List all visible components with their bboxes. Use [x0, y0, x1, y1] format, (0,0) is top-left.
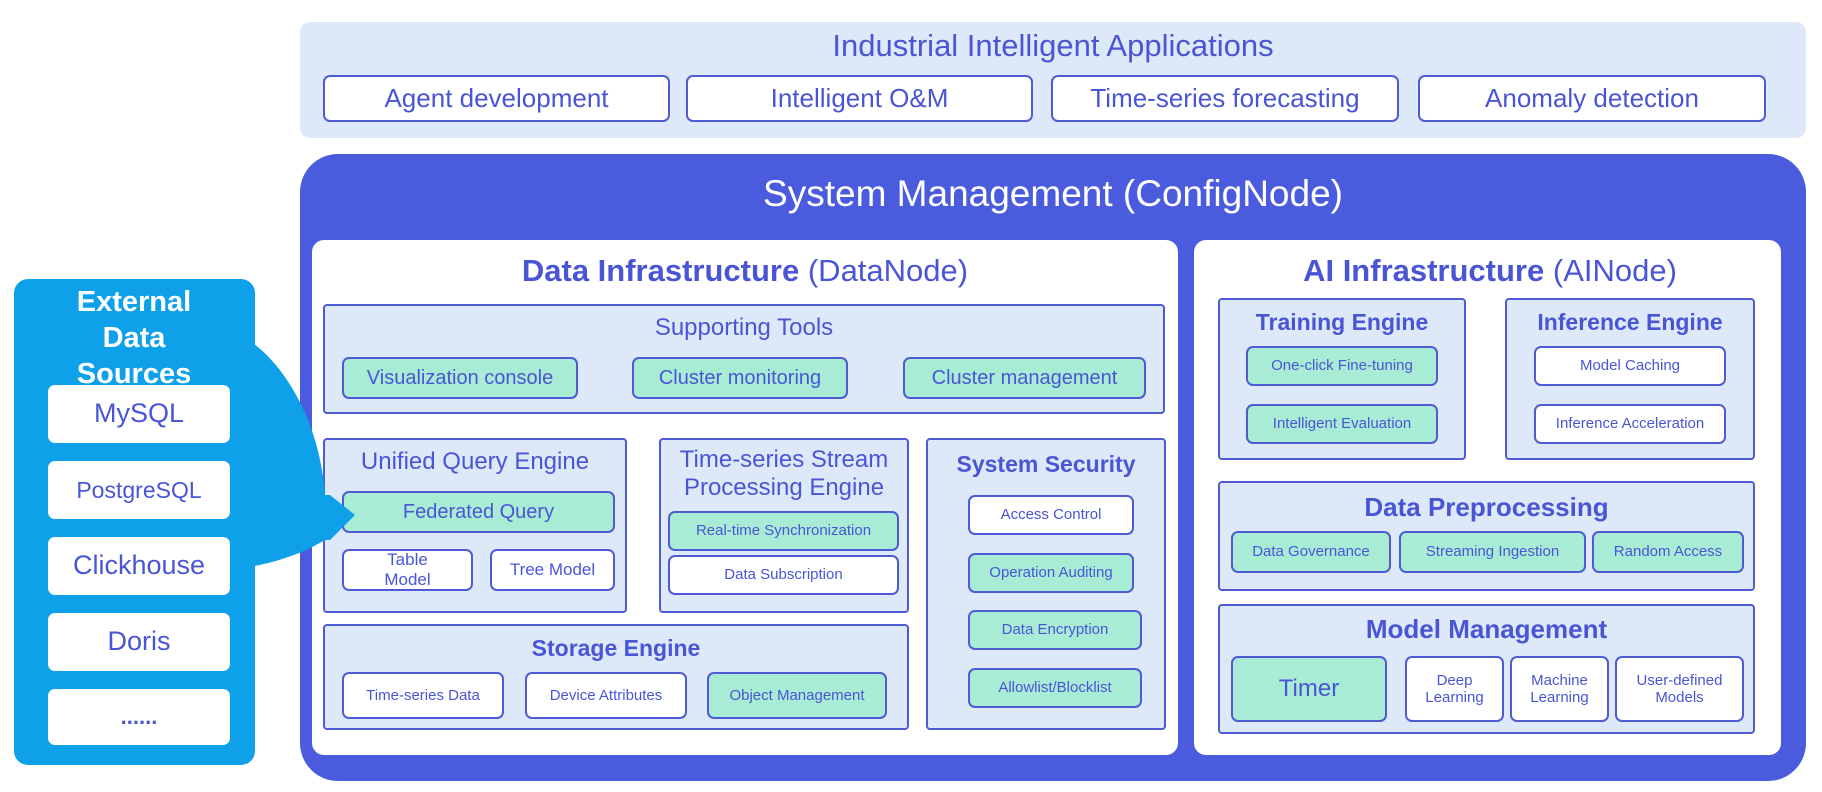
storage-device-attributes: Device Attributes [525, 672, 687, 719]
training-engine-title: Training Engine [1255, 308, 1429, 335]
data-infrastructure-title-suffix: (DataNode) [807, 253, 969, 289]
data-infrastructure-title-bold: Data Infrastructure [521, 253, 800, 289]
inference-acceleration: Inference Acceleration [1534, 404, 1726, 444]
external-source-clickhouse: Clickhouse [48, 537, 230, 595]
external-source-postgresql: PostgreSQL [48, 461, 230, 519]
ai-infrastructure-title-bold: AI Infrastructure [1303, 253, 1545, 289]
model-machine-learning: Machine Learning [1510, 656, 1609, 722]
model-management-title: Model Management [1365, 614, 1608, 645]
app-time-series-forecasting: Time-series forecasting [1051, 75, 1399, 122]
system-management-title: System Management (ConfigNode) [763, 172, 1343, 214]
tree-model: Tree Model [490, 549, 615, 591]
model-user-defined: User-defined Models [1615, 656, 1744, 722]
stream-processing-engine-title: Time-series Stream Processing Engine [679, 446, 889, 501]
tool-visualization-console: Visualization console [342, 357, 578, 399]
access-control: Access Control [968, 495, 1134, 535]
tool-cluster-management: Cluster management [903, 357, 1146, 399]
model-timer: Timer [1231, 656, 1387, 722]
federated-query: Federated Query [342, 491, 615, 533]
app-agent-development: Agent development [323, 75, 670, 122]
external-source-more: ...... [48, 689, 230, 745]
intelligent-evaluation: Intelligent Evaluation [1246, 404, 1438, 444]
ai-infrastructure-title: AI Infrastructure (AINode) [1230, 250, 1750, 292]
storage-object-management: Object Management [707, 672, 887, 719]
data-infrastructure-title: Data Infrastructure (DataNode) [312, 250, 1178, 292]
external-source-doris: Doris [48, 613, 230, 671]
data-preprocessing-title: Data Preprocessing [1364, 492, 1609, 523]
tool-cluster-monitoring: Cluster monitoring [632, 357, 848, 399]
ai-infrastructure-title-suffix: (AINode) [1552, 253, 1677, 289]
data-governance: Data Governance [1231, 531, 1391, 573]
streaming-ingestion: Streaming Ingestion [1399, 531, 1586, 573]
inference-engine-title: Inference Engine [1537, 308, 1723, 335]
allowlist-blocklist: Allowlist/Blocklist [968, 668, 1142, 708]
app-anomaly-detection: Anomaly detection [1418, 75, 1766, 122]
storage-time-series-data: Time-series Data [342, 672, 504, 719]
supporting-tools-title: Supporting Tools [654, 314, 834, 342]
app-intelligent-om: Intelligent O&M [686, 75, 1033, 122]
storage-engine-title: Storage Engine [531, 634, 701, 661]
external-data-flow-arrow [230, 330, 355, 570]
external-data-sources-panel [14, 279, 255, 765]
one-click-fine-tuning: One-click Fine-tuning [1246, 346, 1438, 386]
external-source-mysql: MySQL [48, 385, 230, 443]
data-subscription: Data Subscription [668, 555, 899, 595]
real-time-synchronization: Real-time Synchronization [668, 511, 899, 551]
table-model: Table Model [342, 549, 473, 591]
model-caching: Model Caching [1534, 346, 1726, 386]
external-data-sources-title: External Data Sources [76, 285, 192, 391]
model-deep-learning: Deep Learning [1405, 656, 1504, 722]
system-security-title: System Security [956, 450, 1136, 477]
operation-auditing: Operation Auditing [968, 553, 1134, 593]
applications-title: Industrial Intelligent Applications [832, 28, 1274, 64]
data-encryption: Data Encryption [968, 610, 1142, 650]
unified-query-engine-title: Unified Query Engine [360, 448, 590, 476]
random-access: Random Access [1592, 531, 1744, 573]
